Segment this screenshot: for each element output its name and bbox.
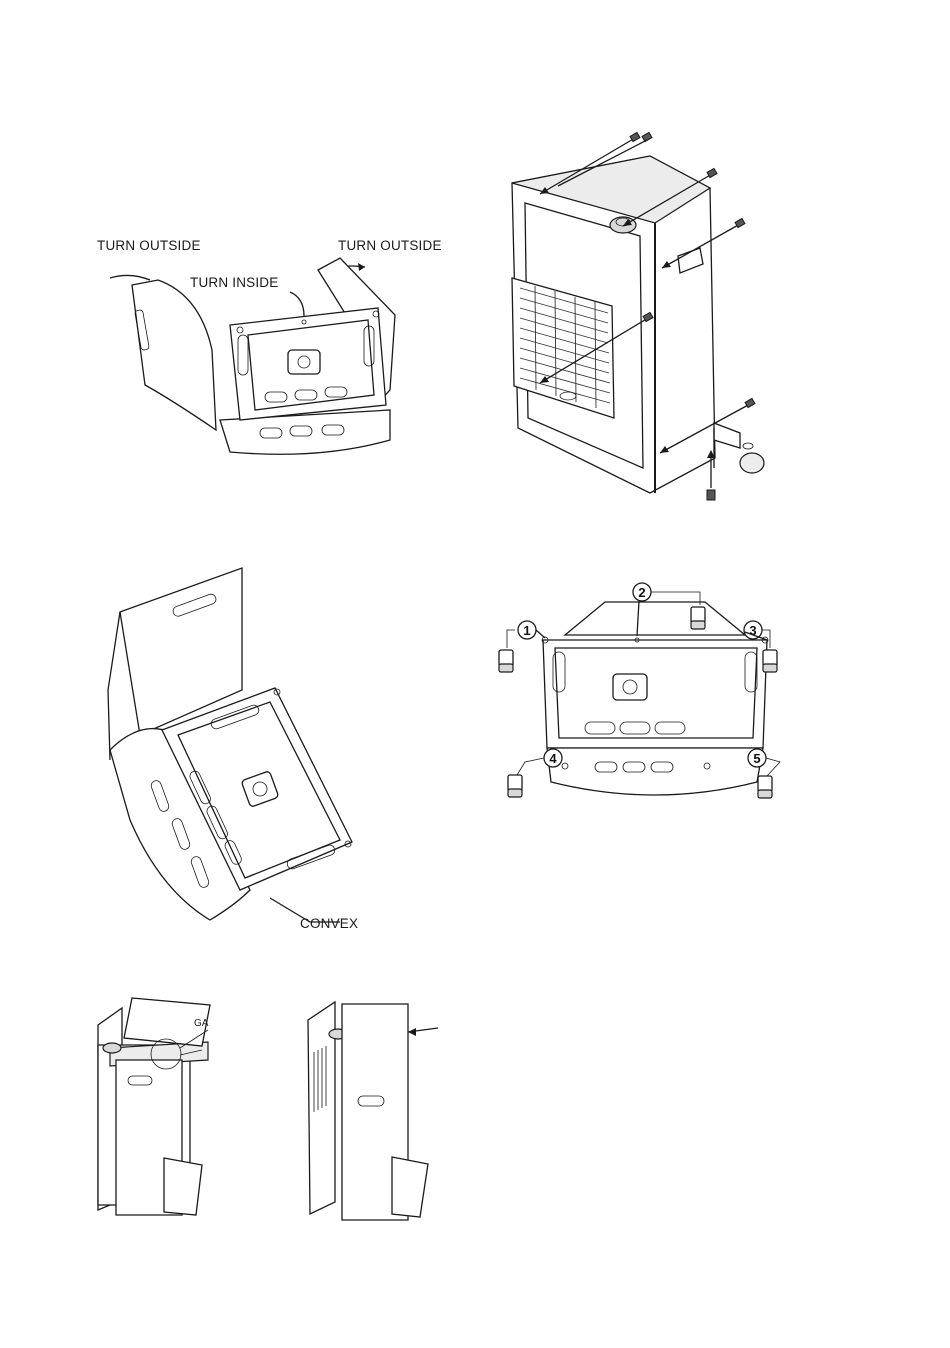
figure-turn-panels: TURN OUTSIDE TURN OUTSIDE TURN INSIDE	[90, 230, 460, 470]
label-turn-outside-right: TURN OUTSIDE	[338, 238, 442, 253]
figure-side-installed-drawing	[300, 992, 445, 1227]
label-gap: GA	[194, 1018, 209, 1029]
arrow-turn-outside-left	[110, 275, 150, 280]
arrow-turn-inside	[290, 292, 304, 316]
figure-heater-screws-drawing	[500, 128, 780, 513]
svg-text:1: 1	[523, 623, 530, 638]
figure-side-installed	[300, 992, 445, 1227]
caster-assembly	[707, 423, 764, 500]
figure-turn-panels-drawing: TURN OUTSIDE TURN OUTSIDE TURN INSIDE	[90, 230, 460, 470]
svg-text:4: 4	[549, 751, 557, 766]
top-trapezoid	[565, 602, 745, 635]
figure-caster-positions: 1 2 3 4	[495, 570, 795, 815]
figure-side-gap-drawing: GA	[90, 990, 220, 1230]
svg-text:2: 2	[638, 585, 645, 600]
base-foot	[164, 1158, 202, 1215]
label-convex: CONVEX	[300, 916, 358, 928]
figure-heater-screws	[500, 128, 780, 513]
left-side-panel	[132, 280, 216, 430]
figure-convex-panel-drawing: CONVEX	[100, 560, 390, 928]
figure-side-gap: GA	[90, 990, 220, 1230]
figure-caster-positions-drawing: 1 2 3 4	[495, 570, 795, 815]
figure-convex-panel: CONVEX	[100, 560, 390, 928]
callout-1: 1	[499, 621, 545, 672]
control-knob	[610, 217, 636, 233]
label-turn-inside: TURN INSIDE	[190, 275, 278, 290]
base-plate	[543, 640, 767, 748]
label-turn-outside-left: TURN OUTSIDE	[97, 238, 201, 253]
base-foot	[392, 1157, 428, 1217]
svg-text:5: 5	[753, 751, 760, 766]
